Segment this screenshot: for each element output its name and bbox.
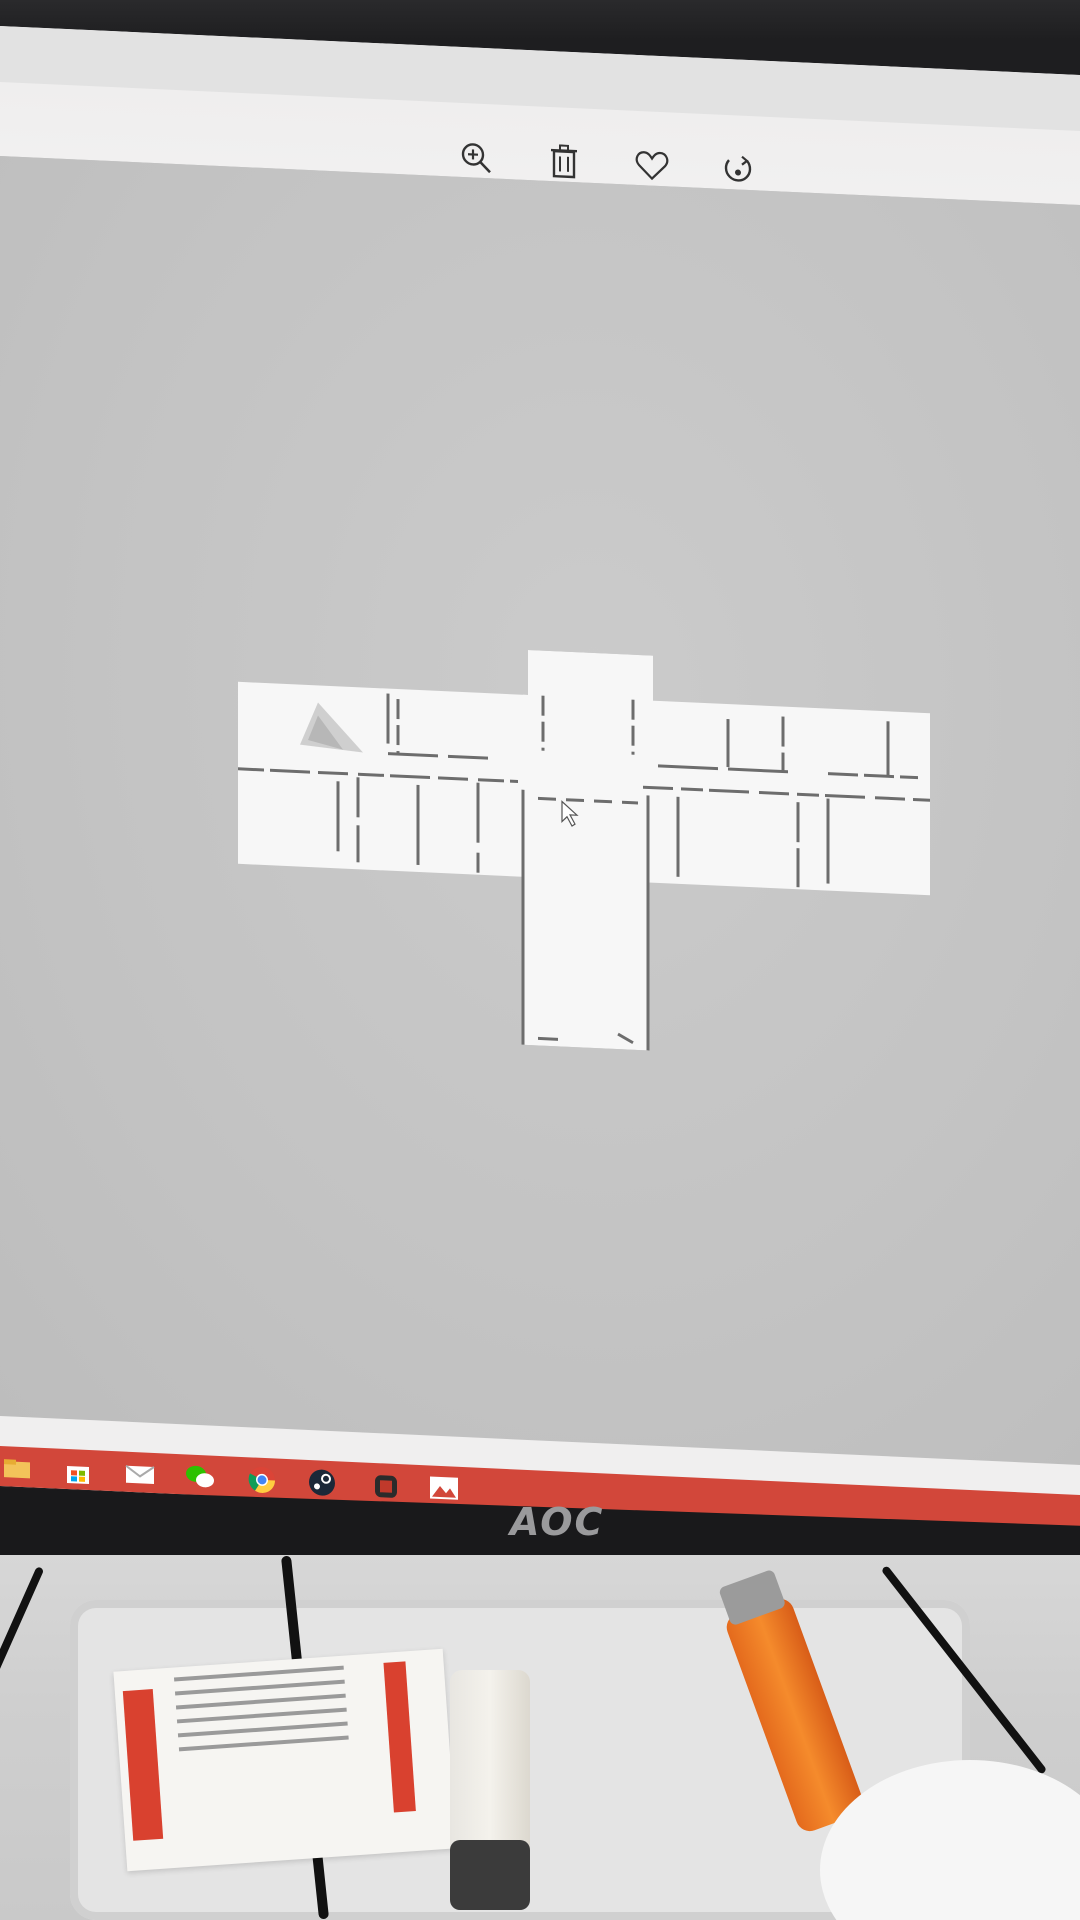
photos-icon[interactable]	[426, 1471, 462, 1508]
app-icon[interactable]	[368, 1469, 404, 1503]
windows-taskbar	[0, 1416, 1080, 1536]
favorite-button[interactable]	[632, 145, 672, 187]
monitor-screen	[0, 26, 1080, 1536]
floor-plan-image	[238, 649, 930, 1051]
image-viewer-canvas[interactable]	[0, 156, 1080, 1466]
store-icon[interactable]	[60, 1455, 96, 1489]
medicine-packet	[113, 1648, 457, 1872]
wechat-icon[interactable]	[182, 1460, 218, 1494]
monitor-brand-logo: AOC	[510, 1500, 605, 1544]
chrome-icon[interactable]	[244, 1463, 280, 1497]
steam-icon[interactable]	[304, 1466, 340, 1500]
zoom-in-icon	[461, 143, 491, 174]
zoom-in-button[interactable]	[456, 137, 496, 179]
title-bar	[0, 26, 1080, 132]
mail-icon[interactable]	[122, 1458, 158, 1492]
viewer-toolbar	[0, 26, 1080, 206]
heart-icon	[635, 151, 669, 181]
clear-lighter	[450, 1670, 530, 1910]
rotate-icon	[724, 155, 752, 182]
trash-icon	[551, 144, 577, 179]
delete-button[interactable]	[544, 141, 584, 183]
file-explorer-icon[interactable]	[0, 1452, 36, 1486]
rotate-button[interactable]	[718, 149, 758, 191]
